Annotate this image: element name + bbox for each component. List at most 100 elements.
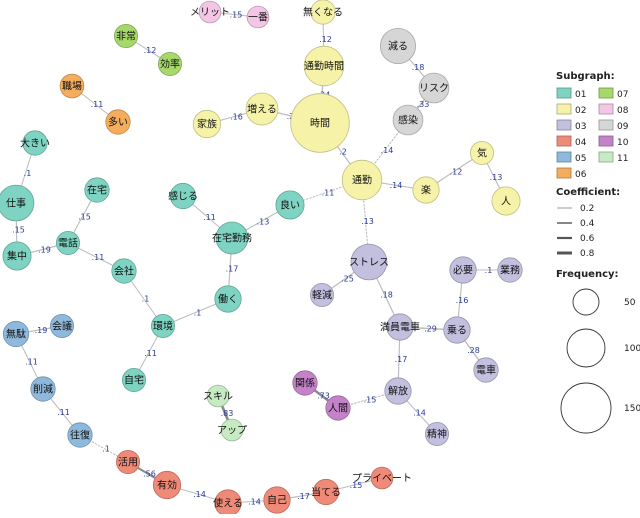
node-circle (325, 395, 351, 421)
coefficient-legend-item: 0.6 (557, 234, 595, 244)
edge-coefficient-label: .1 (142, 295, 150, 304)
node-label: 仕事 (6, 197, 26, 210)
node-circle (469, 140, 494, 165)
subgraph-legend-label: 09 (617, 122, 629, 132)
subgraph-legend-label: 04 (575, 138, 587, 148)
node-kaigi: 会議 (50, 313, 75, 338)
node-zaitaku: 在宅 (84, 177, 110, 203)
node-kouritsu: 効率 (157, 52, 182, 77)
node-circle (122, 367, 147, 392)
node-circle (0, 184, 35, 222)
edge-coefficient-label: .1 (24, 169, 32, 178)
node-label: 軽減 (312, 289, 332, 302)
coefficient-legend: 0.2 0.4 0.6 0.8 (557, 204, 595, 259)
node-label: 自己 (267, 494, 287, 507)
node-label: 通勤 (352, 174, 372, 187)
node-label: 在宅 (87, 184, 107, 197)
node-label: 良い (280, 199, 300, 212)
node-nakunaru: 無くなる (303, 0, 343, 25)
subgraph-swatch (598, 135, 614, 147)
frequency-circle-sample (572, 288, 600, 316)
node-oufuku: 往復 (67, 422, 93, 448)
node-label: 業務 (500, 264, 520, 277)
node-appu: アップ (217, 418, 247, 442)
node-label: 往復 (70, 429, 90, 442)
node-label: 満員電車 (380, 321, 420, 334)
frequency-legend-item: 150 (560, 382, 640, 434)
node-yoi: 良い (275, 190, 305, 220)
node-risuku: リスク (418, 72, 450, 104)
edge-coefficient-label: .13 (257, 218, 270, 227)
node-fueru: 増える (245, 92, 279, 126)
node-circle (341, 159, 383, 201)
node-label: 電話 (58, 237, 78, 250)
edge-coefficient-label: .16 (230, 113, 243, 122)
edge-coefficient-label: .29 (424, 325, 437, 334)
edge-coefficient-label: .12 (450, 168, 463, 177)
edge-coefficient-label: .56 (143, 470, 156, 479)
node-muda: 無駄 (2, 320, 30, 348)
node-label: 非常 (116, 30, 136, 43)
node-tsuukin: 通勤 (341, 159, 383, 201)
node-circle (157, 52, 182, 77)
node-label: 削減 (33, 383, 53, 396)
node-circle (275, 190, 305, 220)
edge-coefficient-label: .19 (35, 326, 48, 335)
coefficient-legend-label: 0.2 (580, 204, 594, 214)
node-circle (192, 109, 222, 139)
subgraph-swatch (556, 135, 572, 147)
subgraph-swatch (598, 87, 614, 99)
node-circle (310, 0, 336, 25)
node-gyoumu: 業務 (497, 257, 523, 283)
node-label: 減る (388, 40, 408, 53)
node-circle (206, 384, 230, 408)
node-ki: 気 (469, 140, 494, 165)
node-circle (30, 376, 56, 402)
node-label: アップ (217, 425, 247, 437)
node-circle (22, 130, 48, 156)
node-jiko: 自己 (263, 486, 291, 514)
edge-coefficient-label: .15 (12, 226, 25, 235)
node-circle (424, 421, 449, 446)
edge-coefficient-label: .14 (413, 409, 426, 418)
nodes-layer: メリット一番無くなる通勤時間時間増える家族通勤楽気人減るリスク感染非常効率職場多… (0, 0, 523, 517)
coefficient-legend-label: 0.4 (580, 219, 595, 229)
coefficient-legend-item: 0.8 (557, 249, 595, 259)
frequency-circle-sample (566, 328, 606, 368)
subgraph-swatch (556, 103, 572, 115)
edge-coefficient-label: .14 (248, 498, 261, 507)
edge-coefficient-label: .17 (226, 265, 239, 274)
node-circle (384, 377, 412, 405)
node-circle (116, 449, 141, 474)
node-circle (246, 5, 270, 29)
node-label: 気 (477, 147, 487, 160)
edge-coefficient-label: .2 (339, 148, 347, 157)
node-label: 家族 (197, 118, 217, 131)
node-label: メリット (190, 8, 230, 19)
node-label: 多い (108, 116, 128, 129)
node-tsukaeru: 使える (213, 489, 243, 517)
node-label: 一番 (248, 12, 268, 24)
node-hitsuyou: 必要 (449, 256, 477, 284)
subgraph-swatch (598, 103, 614, 115)
node-circle (111, 258, 137, 284)
subgraph-legend-item: 11 (598, 151, 628, 164)
edge-coefficient-label: .19 (38, 246, 51, 255)
frequency-legend-item: 50 (572, 288, 636, 316)
node-circle (114, 23, 139, 49)
edge-coefficient-label: .15 (78, 213, 91, 222)
edge-coefficient-label: .18 (380, 291, 393, 300)
node-label: 大きい (20, 137, 50, 150)
node-label: プライベート (352, 473, 412, 485)
node-circle (169, 182, 197, 210)
edge-coefficient-label: .11 (91, 100, 104, 109)
node-label: 在宅勤務 (212, 232, 252, 245)
node-kansen: 感染 (392, 104, 424, 136)
edge-coefficient-label: .14 (193, 490, 206, 499)
node-circle (312, 478, 340, 506)
edge-coefficient-label: .15 (350, 481, 363, 490)
subgraph-legend-label: 07 (617, 90, 628, 100)
node-label: 電車 (476, 364, 496, 377)
